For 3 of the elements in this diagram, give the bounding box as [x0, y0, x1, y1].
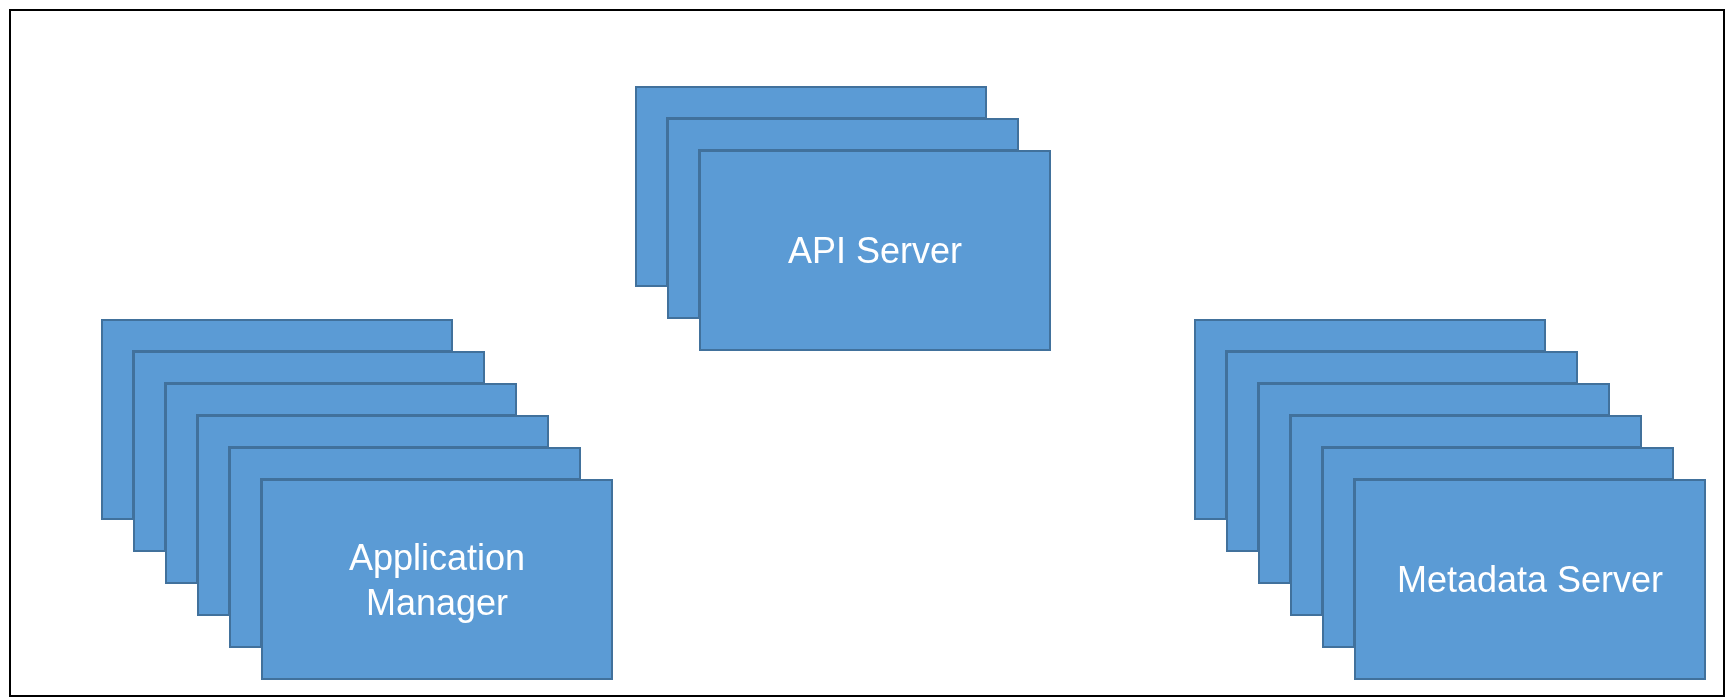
server-box: Metadata Server: [1354, 479, 1706, 680]
server-box: Application Manager: [261, 479, 613, 680]
server-box: API Server: [699, 150, 1051, 351]
